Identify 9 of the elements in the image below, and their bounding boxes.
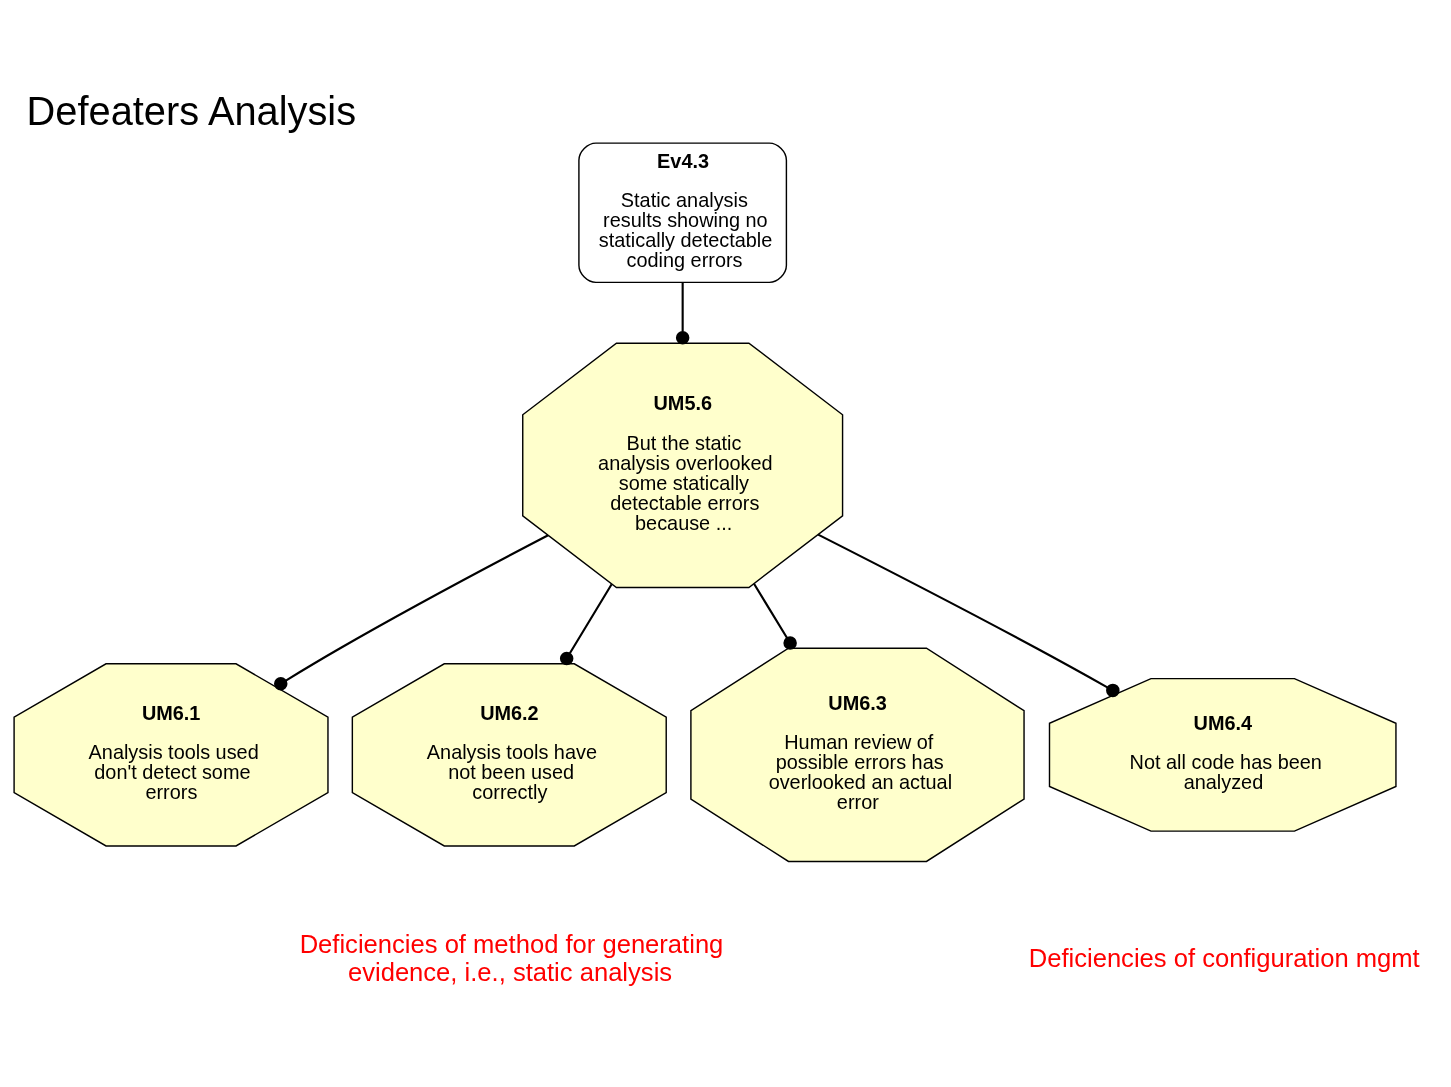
connector — [753, 583, 797, 650]
connector — [274, 534, 549, 691]
connector — [675, 282, 690, 345]
label: Deficiencies of configuration mgmt — [1028, 944, 1420, 973]
diagram-title: Defeaters Analysis — [26, 89, 357, 134]
connector — [817, 533, 1120, 698]
node-box: Ev4.3 Static analysis results showing no statically detectable coding errors — [578, 142, 788, 284]
connector — [559, 583, 613, 666]
label: Deficiencies of method for generating evidence, i.e., static analysis — [299, 929, 724, 987]
